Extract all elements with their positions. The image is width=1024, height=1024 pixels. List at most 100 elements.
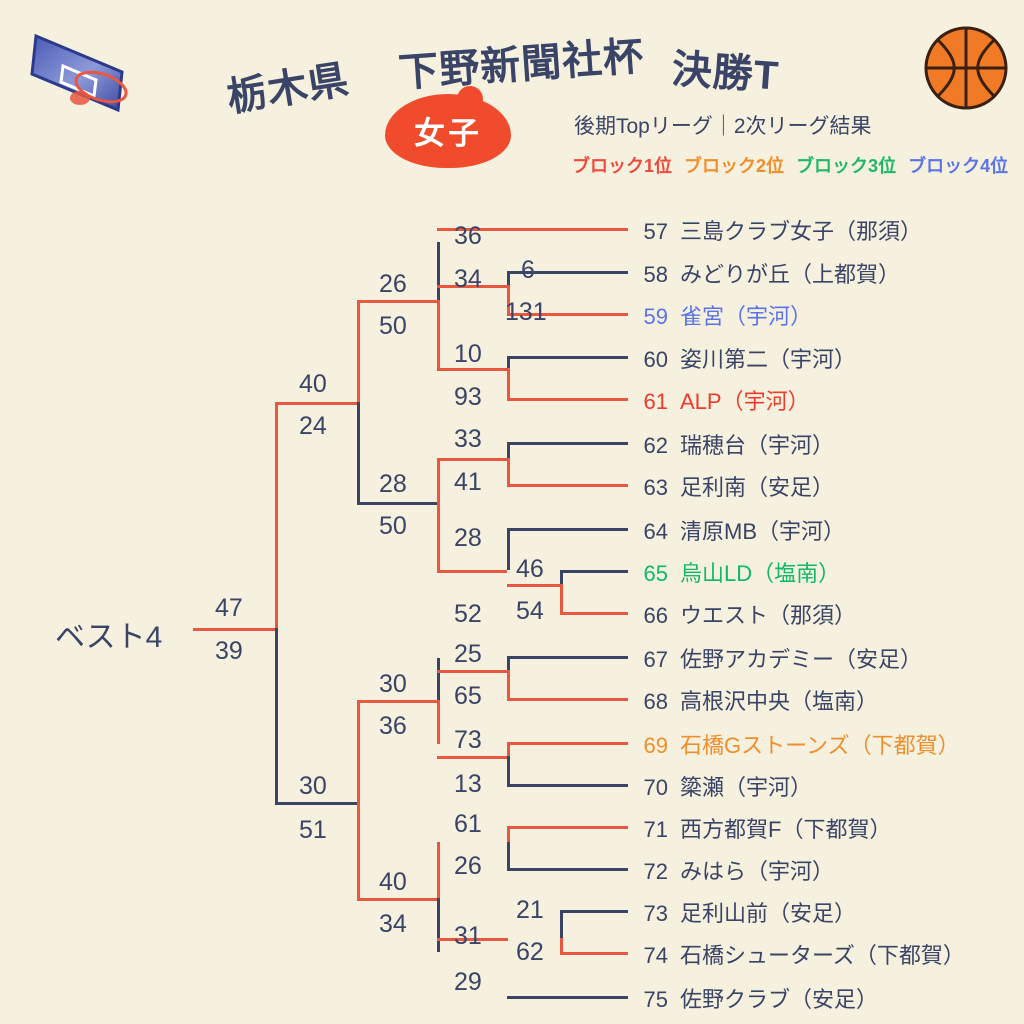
r1g-upper-vline [507, 826, 510, 842]
team-number: 71 [643, 817, 668, 842]
team-row-71[interactable]: 71 西方都賀F（下都賀） [634, 812, 892, 844]
q-lower-vline [357, 700, 360, 804]
r1e-upper-vline [507, 656, 510, 670]
team-number: 65 [643, 561, 668, 586]
q1-top-line [357, 300, 439, 303]
team-name: 瑞穂台（宇河） [680, 433, 835, 458]
r1c-upper-vline [507, 442, 510, 458]
page-title: 栃木県 下野新聞社杯 決勝T [222, 22, 822, 120]
q2-lower-vline [437, 502, 440, 570]
score-r1e-bottom: 65 [454, 682, 482, 710]
r1e-67-line [507, 656, 628, 659]
score-r1g-bottom: 26 [454, 852, 482, 880]
r1b-lower-vline [507, 368, 510, 398]
title-stage: 決勝T [670, 47, 781, 99]
r1f-join-line [437, 756, 507, 759]
pre-top-upper-vline [507, 271, 510, 285]
title-prefecture: 栃木県 [223, 57, 353, 121]
score-q3-bottom: 36 [379, 712, 407, 740]
team-number: 73 [643, 901, 668, 926]
score-r1b-bottom: 93 [454, 383, 482, 411]
score-semi-lower-bottom: 51 [299, 816, 327, 844]
pre-bot-73-line [560, 910, 628, 913]
team-number: 64 [643, 519, 668, 544]
team-name: 雀宮（宇河） [680, 304, 813, 329]
team-number: 63 [643, 475, 668, 500]
basketball-icon [920, 22, 1012, 114]
team-number: 59 [643, 304, 668, 329]
team-name: 佐野クラブ（安足） [680, 987, 879, 1012]
r1b-upper-vline [507, 356, 510, 368]
r1b-61-line [507, 398, 628, 401]
r1d-upper-vline [507, 528, 510, 570]
team-name: 佐野アカデミー（安足） [680, 647, 923, 672]
score-r1a-top: 36 [454, 222, 482, 250]
q-upper2-vline [357, 402, 360, 502]
semi-upper-vline [275, 402, 278, 630]
r1g-72-line [507, 868, 628, 871]
r1a-bottom-line [437, 285, 508, 288]
r1h-75-line [507, 996, 628, 999]
q1-lower-vline [437, 300, 440, 368]
team-row-65[interactable]: 65 烏山LD（塩南） [634, 556, 841, 588]
r1b-join-line [437, 368, 507, 371]
team-name: 簗瀬（宇河） [680, 775, 813, 800]
q3-top-line [357, 700, 439, 703]
score-r1f-top: 73 [454, 726, 482, 754]
score-pre-bot-top: 21 [516, 896, 544, 924]
pre-mid-lower-vline [560, 584, 563, 612]
pre-bot-upper-vline [560, 910, 563, 938]
team-name: みどりが丘（上都賀） [680, 262, 901, 287]
team-name: 清原MB（宇河） [680, 519, 846, 544]
team-row-59[interactable]: 59 雀宮（宇河） [634, 299, 813, 331]
score-r1a-bottom: 34 [454, 265, 482, 293]
team-name: みはら（宇河） [680, 859, 835, 884]
pre-mid-65-line [562, 570, 628, 573]
team-number: 68 [643, 689, 668, 714]
pre-top-58-line [507, 271, 628, 274]
score-r1d-top: 28 [454, 524, 482, 552]
team-name: 烏山LD（塩南） [680, 561, 841, 586]
score-r1h-bottom: 29 [454, 968, 482, 996]
q3-lower-vline [437, 700, 440, 744]
team-name: 三島クラブ女子（那須） [680, 219, 923, 244]
team-name: ALP（宇河） [680, 389, 810, 414]
division-badge: 女子 [385, 82, 511, 172]
score-pre-top-top: 6 [521, 256, 535, 284]
score-pre-mid-bottom: 54 [516, 597, 544, 625]
pre-bot-74-line [560, 952, 628, 955]
score-q4-bottom: 34 [379, 910, 407, 938]
score-r1h-top: 31 [454, 922, 482, 950]
basketball-hoop-icon [18, 14, 138, 114]
team-row-64[interactable]: 64 清原MB（宇河） [634, 514, 846, 546]
q4-upper-vline [437, 842, 440, 898]
team-name: 西方都賀F（下都賀） [680, 817, 892, 842]
legend-item-rank1: ブロック1位 [572, 156, 673, 176]
score-pre-mid-top: 46 [516, 555, 544, 583]
score-r1d-bottom: 52 [454, 600, 482, 628]
r1c-join-line [437, 458, 507, 461]
score-final-bottom: 39 [215, 637, 243, 665]
score-q1-top: 26 [379, 270, 407, 298]
pre-mid-upper-vline [560, 570, 563, 584]
team-name: 姿川第二（宇河） [680, 347, 857, 372]
final-stage-label: ベスト4 [55, 621, 163, 654]
score-q1-bottom: 50 [379, 312, 407, 340]
team-row-63[interactable]: 63 足利南（安足） [634, 470, 835, 502]
legend-item-rank3: ブロック3位 [796, 156, 897, 176]
team-name: 足利南（安足） [680, 475, 835, 500]
